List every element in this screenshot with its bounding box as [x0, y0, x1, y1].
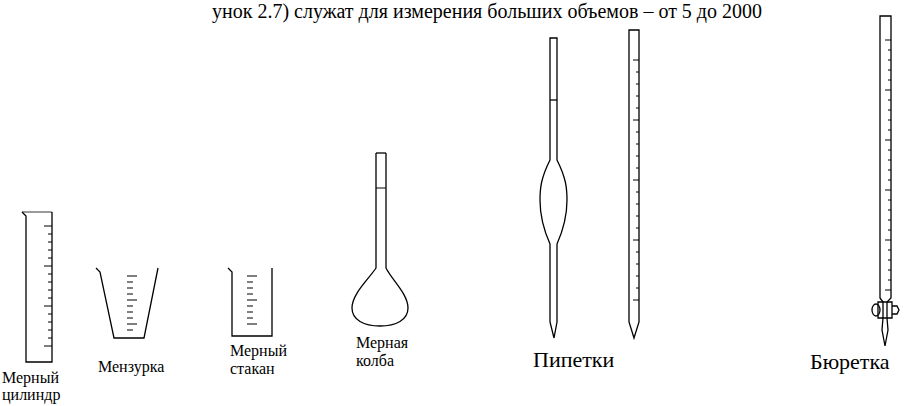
scale-tick: [48, 338, 52, 339]
scale-tick: [127, 300, 137, 301]
scale-tick: [48, 274, 52, 275]
scale-tick: [885, 240, 891, 241]
mensurka: [96, 268, 158, 338]
volumetric-flask: [352, 153, 408, 326]
scale-tick: [636, 288, 639, 289]
scale-tick: [888, 100, 891, 101]
scale-tick: [48, 234, 52, 235]
scale-tick: [636, 84, 639, 85]
scale-tick: [48, 282, 52, 283]
measuring-cylinder: [22, 212, 52, 362]
scale-tick: [247, 282, 253, 283]
scale-tick: [888, 170, 891, 171]
scale-tick: [888, 180, 891, 181]
scale-tick: [636, 144, 639, 145]
scale-tick: [636, 264, 639, 265]
scale-tick: [636, 276, 639, 277]
scale-tick: [888, 160, 891, 161]
scale-tick: [888, 130, 891, 131]
scale-tick: [247, 294, 253, 295]
scale-tick: [48, 290, 52, 291]
scale-tick: [127, 306, 133, 307]
scale-tick: [636, 192, 639, 193]
scale-tick: [247, 318, 253, 319]
scale-tick: [636, 108, 639, 109]
scale-tick: [247, 306, 253, 307]
scale-tick: [127, 324, 137, 325]
item-label: Мерный стакан: [230, 342, 290, 377]
item-label: Мерная колба: [356, 334, 412, 369]
scale-tick: [636, 96, 639, 97]
scale-tick: [127, 318, 133, 319]
measuring-beaker: [228, 268, 272, 336]
scale-tick: [127, 312, 133, 313]
scale-tick: [247, 300, 257, 301]
graduated-pipette: [629, 30, 639, 338]
scale-tick: [888, 200, 891, 201]
scale-tick: [633, 240, 639, 241]
body-text-fragment: унок 2.7) служат для измерения больших о…: [212, 0, 762, 22]
scale-tick: [127, 294, 133, 295]
scale-tick: [44, 266, 52, 267]
scale-tick: [636, 156, 639, 157]
scale-tick: [888, 280, 891, 281]
scale-tick: [636, 216, 639, 217]
item-label: Бюретка: [810, 350, 905, 374]
scale-tick: [127, 288, 133, 289]
scale-tick: [888, 70, 891, 71]
scale-tick: [247, 312, 253, 313]
scale-tick: [888, 80, 891, 81]
scale-tick: [48, 250, 52, 251]
scale-tick: [888, 110, 891, 111]
scale-tick: [888, 150, 891, 151]
scale-tick: [636, 168, 639, 169]
scale-tick: [885, 90, 891, 91]
scale-tick: [888, 230, 891, 231]
scale-tick: [888, 250, 891, 251]
scale-tick: [888, 270, 891, 271]
scale-tick: [633, 60, 639, 61]
scale-tick: [885, 40, 891, 41]
scale-tick: [885, 290, 891, 291]
scale-tick: [888, 60, 891, 61]
scale-tick: [636, 132, 639, 133]
scale-tick: [888, 210, 891, 211]
scale-tick: [636, 204, 639, 205]
scale-tick: [247, 288, 253, 289]
scale-tick: [127, 282, 133, 283]
scale-tick: [633, 180, 639, 181]
scale-tick: [48, 314, 52, 315]
scale-tick: [247, 324, 257, 325]
scale-tick: [48, 298, 52, 299]
scale-tick: [885, 140, 891, 141]
scale-tick: [247, 276, 257, 277]
scale-tick: [44, 346, 52, 347]
scale-tick: [633, 300, 639, 301]
scale-tick: [636, 228, 639, 229]
scale-tick: [48, 258, 52, 259]
scale-tick: [888, 220, 891, 221]
scale-tick: [44, 306, 52, 307]
burette: [872, 16, 899, 346]
scale-tick: [48, 242, 52, 243]
scale-tick: [888, 50, 891, 51]
item-label: Мензурка: [98, 358, 188, 376]
scale-tick: [127, 330, 133, 331]
scale-tick: [48, 330, 52, 331]
group-label: Пипетки: [533, 348, 653, 372]
scale-tick: [44, 226, 52, 227]
item-label: Мерный цилиндр: [2, 369, 66, 404]
scale-tick: [636, 252, 639, 253]
scale-tick: [888, 120, 891, 121]
scale-tick: [48, 322, 52, 323]
scale-tick: [885, 190, 891, 191]
volumetric-pipette: [540, 38, 567, 338]
scale-tick: [127, 276, 137, 277]
scale-tick: [636, 72, 639, 73]
scale-tick: [633, 120, 639, 121]
scale-tick: [888, 260, 891, 261]
